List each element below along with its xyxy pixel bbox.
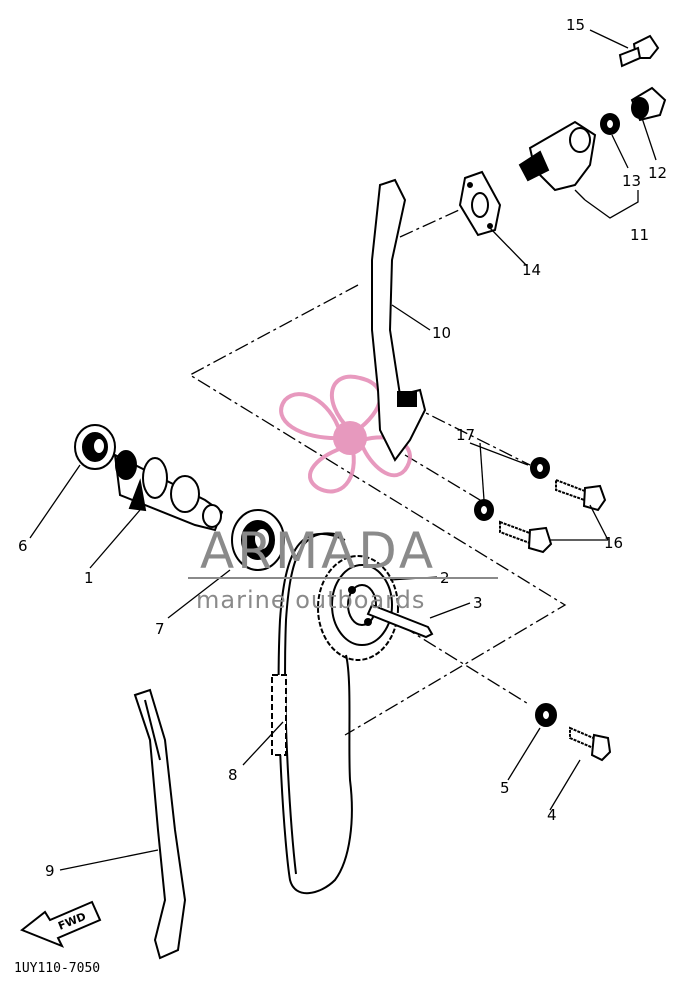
callout-5: 5 xyxy=(500,779,510,797)
tensioner-bolt[interactable] xyxy=(618,34,660,68)
tensioner-washer[interactable] xyxy=(600,113,620,135)
tensioner-gasket[interactable] xyxy=(458,170,502,237)
callout-10: 10 xyxy=(432,324,451,342)
watermark-brand: ARMADA xyxy=(200,522,436,580)
chain-guide-intake[interactable] xyxy=(371,178,427,462)
callout-16: 16 xyxy=(604,534,623,552)
watermark-tagline: marine outboards xyxy=(196,586,425,614)
callout-8: 8 xyxy=(228,766,238,784)
sprocket-washer[interactable] xyxy=(535,703,557,727)
watermark-logo xyxy=(279,374,412,494)
cam-chain-tensioner[interactable] xyxy=(518,120,597,192)
callout-11: 11 xyxy=(630,226,649,244)
tensioner-cap-bolt[interactable] xyxy=(630,86,667,122)
callout-14: 14 xyxy=(522,261,541,279)
forward-arrow-icon: FWD xyxy=(20,900,102,948)
callout-labels: 1 2 3 4 5 6 7 8 9 10 11 12 13 14 15 16 1… xyxy=(18,16,667,880)
sprocket-bolt[interactable] xyxy=(569,726,612,762)
camshaft-bearing-left[interactable] xyxy=(74,424,116,470)
callout-13: 13 xyxy=(622,172,641,190)
washer-upper[interactable] xyxy=(530,457,550,479)
callout-15: 15 xyxy=(566,16,585,34)
cam-sprocket[interactable] xyxy=(317,555,399,661)
watermark-text: ARMADA marine outboards xyxy=(196,522,436,614)
cam-chain[interactable] xyxy=(271,532,353,895)
callout-9: 9 xyxy=(45,862,55,880)
callout-6: 6 xyxy=(18,537,28,555)
diagram-code: 1UY110-7050 xyxy=(14,961,100,976)
camshaft[interactable] xyxy=(113,450,224,532)
callout-17: 17 xyxy=(456,426,475,444)
chain-guide-exhaust[interactable] xyxy=(133,688,187,960)
callout-7: 7 xyxy=(155,620,165,638)
callout-12: 12 xyxy=(648,164,667,182)
callout-4: 4 xyxy=(547,806,557,824)
guide-bolt-upper[interactable] xyxy=(555,478,607,512)
camshaft-bearing-right[interactable] xyxy=(231,509,285,571)
callout-3: 3 xyxy=(473,594,483,612)
washer-lower[interactable] xyxy=(474,499,494,521)
dowel-pin[interactable] xyxy=(366,603,434,639)
callout-1: 1 xyxy=(84,569,94,587)
guide-bolt-lower[interactable] xyxy=(499,520,553,554)
leader-lines xyxy=(29,29,657,871)
